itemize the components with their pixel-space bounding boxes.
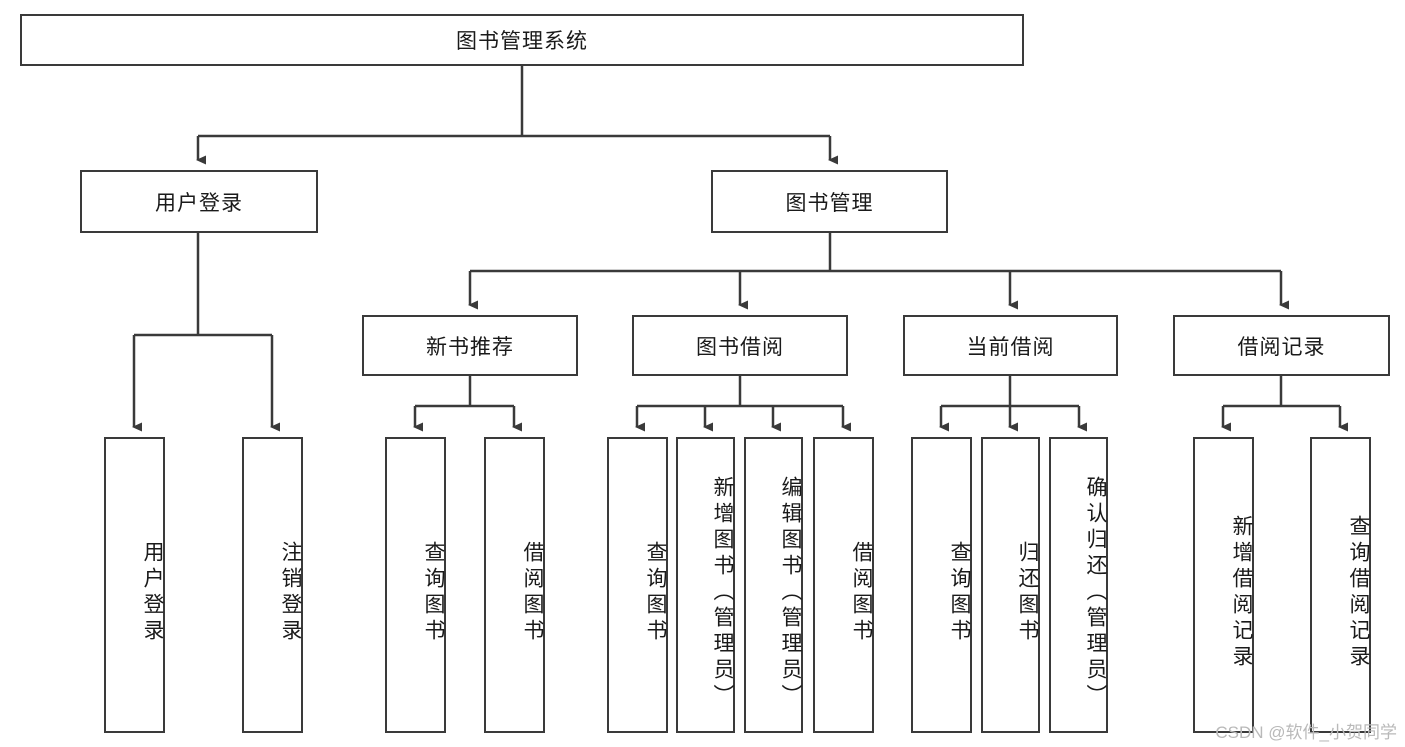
leaf-new-book-1[interactable]: 借阅图书 — [484, 437, 545, 733]
leaf-label: 查询借阅记录 — [1347, 515, 1370, 671]
node-book-borrow-label: 图书借阅 — [696, 335, 784, 359]
leaf-label: 查询图书 — [948, 541, 971, 645]
leaf-label: 新增图书（管理员） — [711, 476, 734, 710]
leaf-label: 确认归还（管理员） — [1084, 476, 1107, 710]
leaf-label: 查询图书 — [422, 541, 445, 645]
leaf-label: 借阅图书 — [521, 541, 544, 645]
watermark-text: CSDN @软件_小贺同学 — [1215, 723, 1397, 742]
leaf-current-borrow-0[interactable]: 查询图书 — [911, 437, 972, 733]
node-current-borrow-label: 当前借阅 — [966, 335, 1055, 359]
node-user-login[interactable]: 用户登录 — [80, 170, 318, 233]
node-book-borrow[interactable]: 图书借阅 — [632, 315, 848, 376]
node-borrow-record[interactable]: 借阅记录 — [1173, 315, 1390, 376]
leaf-book-borrow-0[interactable]: 查询图书 — [607, 437, 668, 733]
node-book-manage-label: 图书管理 — [785, 191, 874, 215]
leaf-user-login-0[interactable]: 用户登录 — [104, 437, 165, 733]
leaf-book-borrow-3[interactable]: 借阅图书 — [813, 437, 874, 733]
node-new-book-label: 新书推荐 — [426, 335, 514, 359]
node-root[interactable]: 图书管理系统 — [20, 14, 1024, 66]
node-book-manage[interactable]: 图书管理 — [711, 170, 948, 233]
leaf-label: 借阅图书 — [850, 541, 873, 645]
leaf-new-book-0[interactable]: 查询图书 — [385, 437, 446, 733]
leaf-current-borrow-2[interactable]: 确认归还（管理员） — [1049, 437, 1108, 733]
node-root-label: 图书管理系统 — [456, 30, 588, 53]
leaf-label: 用户登录 — [141, 541, 164, 645]
leaf-book-borrow-1[interactable]: 新增图书（管理员） — [676, 437, 735, 733]
leaf-label: 归还图书 — [1016, 541, 1039, 645]
node-current-borrow[interactable]: 当前借阅 — [903, 315, 1118, 376]
leaf-borrow-record-1[interactable]: 查询借阅记录 — [1310, 437, 1371, 733]
leaf-label: 注销登录 — [279, 541, 302, 645]
node-new-book[interactable]: 新书推荐 — [362, 315, 578, 376]
leaf-label: 编辑图书（管理员） — [779, 476, 802, 710]
leaf-borrow-record-0[interactable]: 新增借阅记录 — [1193, 437, 1254, 733]
leaf-label: 查询图书 — [644, 541, 667, 645]
leaf-user-login-1[interactable]: 注销登录 — [242, 437, 303, 733]
leaf-current-borrow-1[interactable]: 归还图书 — [981, 437, 1040, 733]
leaf-book-borrow-2[interactable]: 编辑图书（管理员） — [744, 437, 803, 733]
node-borrow-record-label: 借阅记录 — [1237, 335, 1326, 359]
node-user-login-label: 用户登录 — [155, 191, 243, 215]
leaf-label: 新增借阅记录 — [1230, 515, 1253, 671]
